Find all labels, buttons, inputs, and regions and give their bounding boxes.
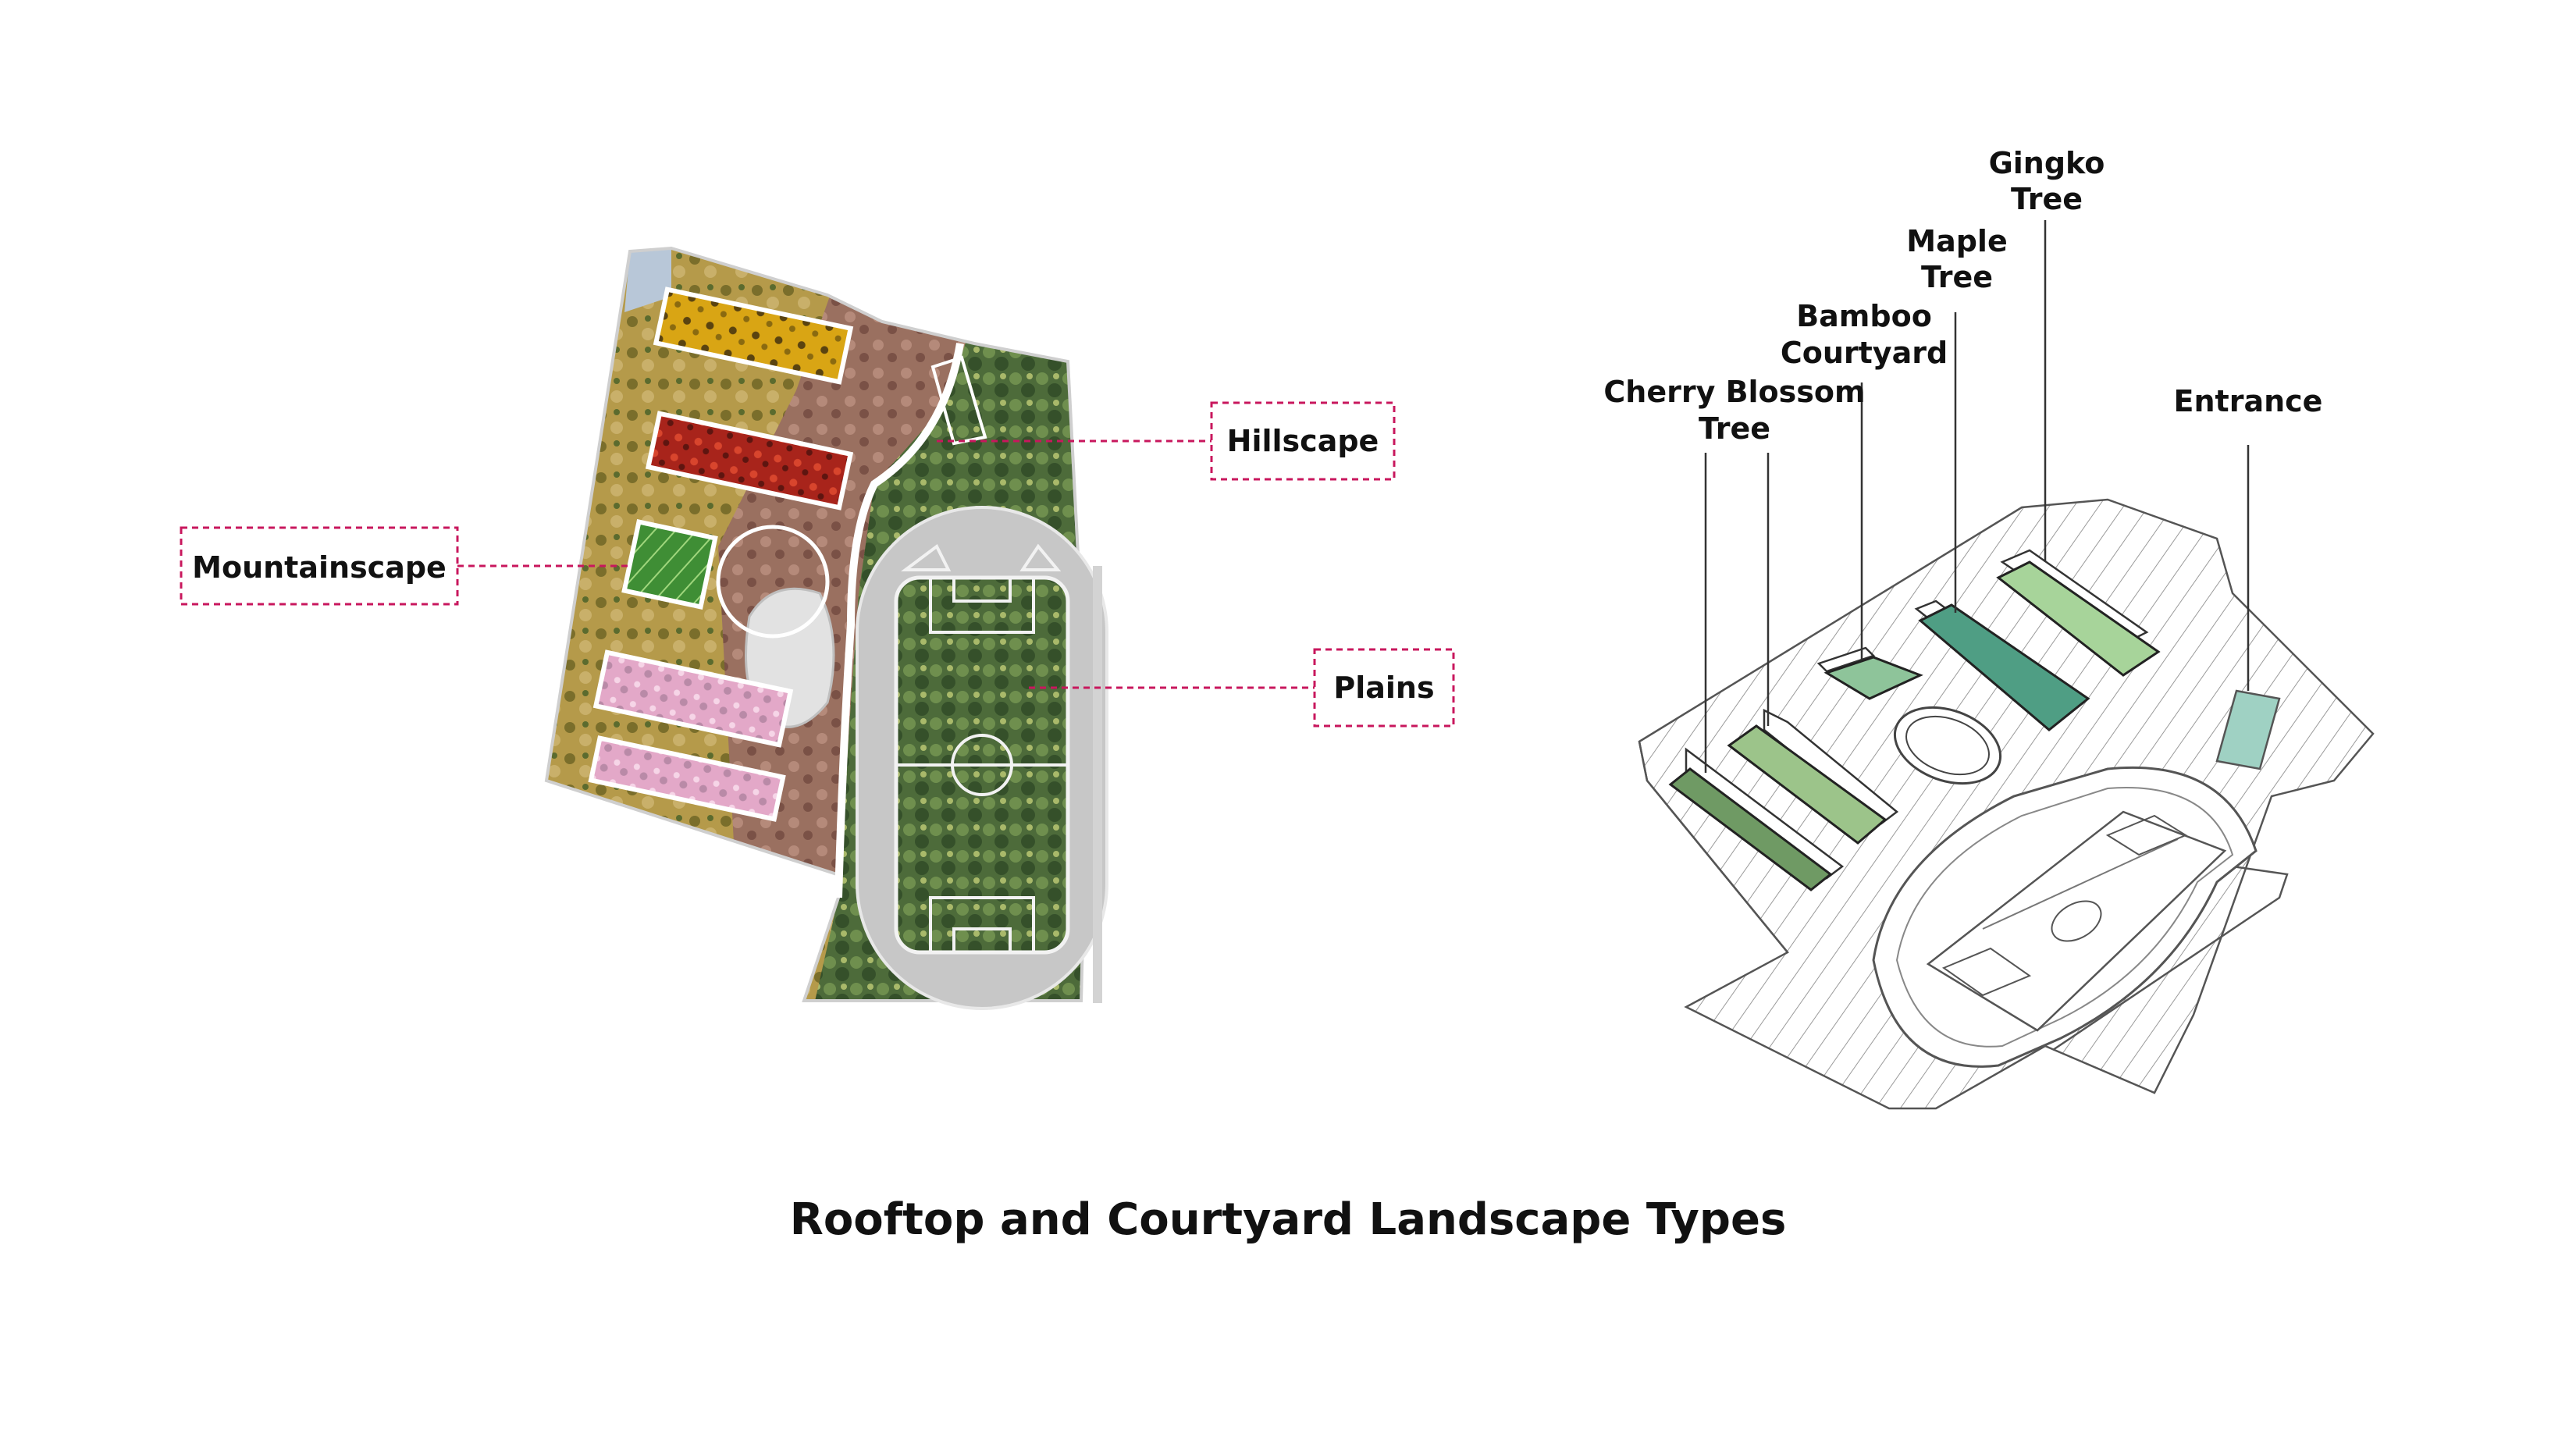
plan-circle-plaza bbox=[716, 525, 830, 639]
mountainscape-label: Mountainscape bbox=[192, 550, 447, 585]
axon-plaza-ellipse bbox=[1893, 706, 2002, 785]
maple-tree-label-line1: Maple bbox=[1906, 224, 2007, 258]
plan-running-track bbox=[856, 506, 1108, 1010]
yellow-planting-strip bbox=[653, 286, 854, 385]
entrance-label: Entrance bbox=[2174, 384, 2323, 418]
red-planting-strip bbox=[645, 411, 854, 511]
axon-bamboo-courtyard-bed bbox=[1816, 646, 1923, 700]
plains-label: Plains bbox=[1333, 671, 1434, 705]
cherry-blossom-label-line1: Cherry Blossom bbox=[1603, 375, 1865, 409]
maple-tree-label-line2: Tree bbox=[1921, 260, 1993, 294]
axon-cherry-blossom-bed-2 bbox=[1727, 708, 1899, 845]
hillscape-label: Hillscape bbox=[1227, 424, 1379, 458]
bamboo-courtyard-label-line1: Bamboo bbox=[1796, 299, 1932, 333]
green-planting-square bbox=[621, 519, 718, 610]
axon-gingko-tree-bed bbox=[1996, 549, 2161, 677]
axon-running-track bbox=[1872, 766, 2258, 1068]
mountainscape-label-box bbox=[180, 526, 459, 606]
axon-maple-tree-bed bbox=[1914, 599, 2090, 731]
gingko-tree-label-line1: Gingko bbox=[1989, 146, 2105, 180]
axon-entrance-block bbox=[2215, 689, 2281, 770]
pink-planting-strip-1 bbox=[592, 649, 794, 748]
site-plan bbox=[544, 246, 1108, 1010]
callout-plains: Plains bbox=[1029, 648, 1455, 728]
callout-mountainscape: Mountainscape bbox=[180, 526, 631, 606]
cherry-blossom-label-line2: Tree bbox=[1699, 411, 1770, 446]
pink-planting-strip-2 bbox=[588, 735, 786, 822]
hillscape-label-box bbox=[1210, 401, 1396, 481]
axon-cherry-blossom-bed bbox=[1668, 747, 1845, 891]
plains-label-box bbox=[1313, 648, 1455, 728]
callout-hillscape: Hillscape bbox=[937, 401, 1396, 481]
gingko-tree-label-line2: Tree bbox=[2011, 182, 2083, 216]
diagram-title: Rooftop and Courtyard Landscape Types bbox=[789, 1194, 1787, 1245]
bamboo-courtyard-label-line2: Courtyard bbox=[1781, 336, 1948, 370]
axonometric-view: Cherry Blossom Tree Bamboo Courtyard Map… bbox=[1603, 146, 2375, 1110]
